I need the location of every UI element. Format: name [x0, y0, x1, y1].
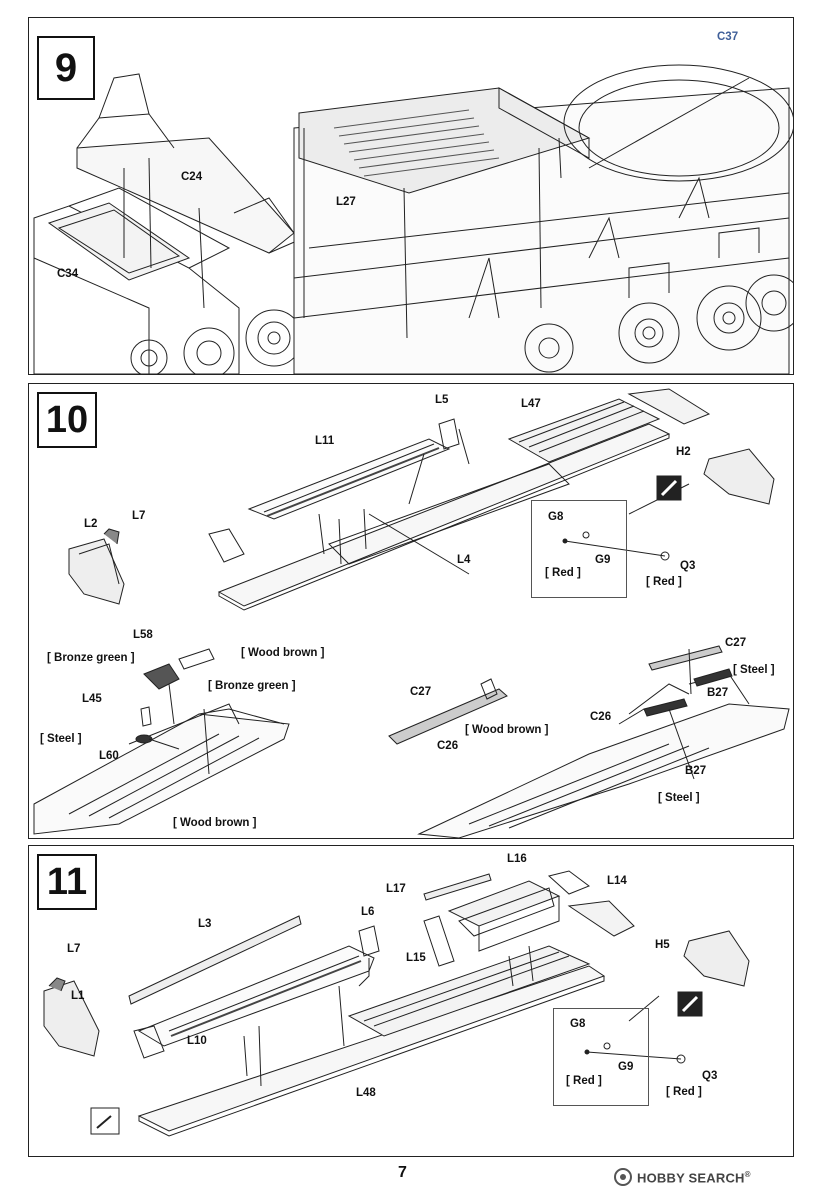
part-label-l2: L2 — [84, 518, 98, 530]
part-label-g9-11: G9 — [618, 1061, 634, 1073]
detail-box-step-10 — [531, 500, 627, 598]
part-label-c24: C24 — [181, 171, 203, 183]
part-label-l14: L14 — [607, 875, 627, 887]
part-label-g8: G8 — [548, 511, 564, 523]
part-label-l48: L48 — [356, 1087, 376, 1099]
part-label-b27-b: B27 — [685, 765, 707, 777]
part-label-l5: L5 — [435, 394, 449, 406]
part-label-c27-b: C27 — [725, 637, 747, 649]
part-label-b27-a: B27 — [707, 687, 729, 699]
part-label-l58: L58 — [133, 629, 153, 641]
part-label-g8-11: G8 — [570, 1018, 586, 1030]
part-label-l27: L27 — [336, 196, 356, 208]
part-label-c37: C37 — [717, 31, 739, 43]
step-11-drawing — [43, 870, 750, 1137]
paint-label-steel-1: [ Steel ] — [40, 733, 82, 745]
step-9-panel: 9 C37 C24 C34 L27 — [28, 17, 794, 375]
part-label-l15: L15 — [406, 952, 426, 964]
paint-label-steel-2: [ Steel ] — [733, 664, 775, 676]
paint-label-bronze-green-2: [ Bronze green ] — [208, 680, 296, 692]
paint-label-red-g8-11: [ Red ] — [566, 1075, 602, 1087]
part-label-c27-a: C27 — [410, 686, 432, 698]
part-label-l6: L6 — [361, 906, 375, 918]
watermark-text: HOBBY SEARCH — [637, 1170, 745, 1186]
step-11-panel: 11 L16 L17 L14 L3 L6 L15 H5 L7 L1 L10 L4… — [28, 845, 794, 1157]
step-10-number: 10 — [37, 392, 97, 448]
watermark: HOBBY SEARCH® — [637, 1170, 751, 1185]
paint-label-steel-3: [ Steel ] — [658, 792, 700, 804]
part-label-l7: L7 — [67, 943, 81, 955]
part-label-l7: L7 — [132, 510, 146, 522]
part-label-l4: L4 — [457, 554, 471, 566]
part-label-q3-11: Q3 — [702, 1070, 718, 1082]
step-10-drawing — [33, 388, 790, 838]
part-label-l17: L17 — [386, 883, 406, 895]
part-label-l45: L45 — [82, 693, 102, 705]
part-label-h2: H2 — [676, 446, 691, 458]
part-label-c26-b: C26 — [590, 711, 612, 723]
hobby-search-logo-icon — [614, 1168, 632, 1186]
watermark-reg: ® — [744, 1170, 751, 1179]
step-10-panel: 10 L5 L47 L11 H2 L2 L7 L4 G8 G9 [ Red ] … — [28, 383, 794, 839]
part-label-c34: C34 — [57, 268, 79, 280]
paint-label-wood-brown-1: [ Wood brown ] — [241, 647, 325, 659]
part-label-l10: L10 — [187, 1035, 207, 1047]
paint-label-red-g8: [ Red ] — [545, 567, 581, 579]
page-number: 7 — [398, 1164, 407, 1181]
part-label-l11: L11 — [315, 435, 335, 447]
part-label-c26-a: C26 — [437, 740, 459, 752]
step-9-drawing — [33, 64, 793, 374]
part-label-l60: L60 — [99, 750, 119, 762]
paint-label-wood-brown-2: [ Wood brown ] — [173, 817, 257, 829]
part-label-q3: Q3 — [680, 560, 696, 572]
part-label-l47: L47 — [521, 398, 541, 410]
part-label-l1: L1 — [71, 990, 85, 1002]
step-9-number: 9 — [37, 36, 95, 100]
part-label-g9: G9 — [595, 554, 611, 566]
step-11-number: 11 — [37, 854, 97, 910]
part-label-l3: L3 — [198, 918, 212, 930]
paint-label-wood-brown-3: [ Wood brown ] — [465, 724, 549, 736]
part-label-l16: L16 — [507, 853, 527, 865]
paint-label-red-q3: [ Red ] — [646, 576, 682, 588]
paint-label-bronze-green-1: [ Bronze green ] — [47, 652, 135, 664]
detail-box-step-11 — [553, 1008, 649, 1106]
paint-label-red-q3-11: [ Red ] — [666, 1086, 702, 1098]
part-label-h5: H5 — [655, 939, 670, 951]
